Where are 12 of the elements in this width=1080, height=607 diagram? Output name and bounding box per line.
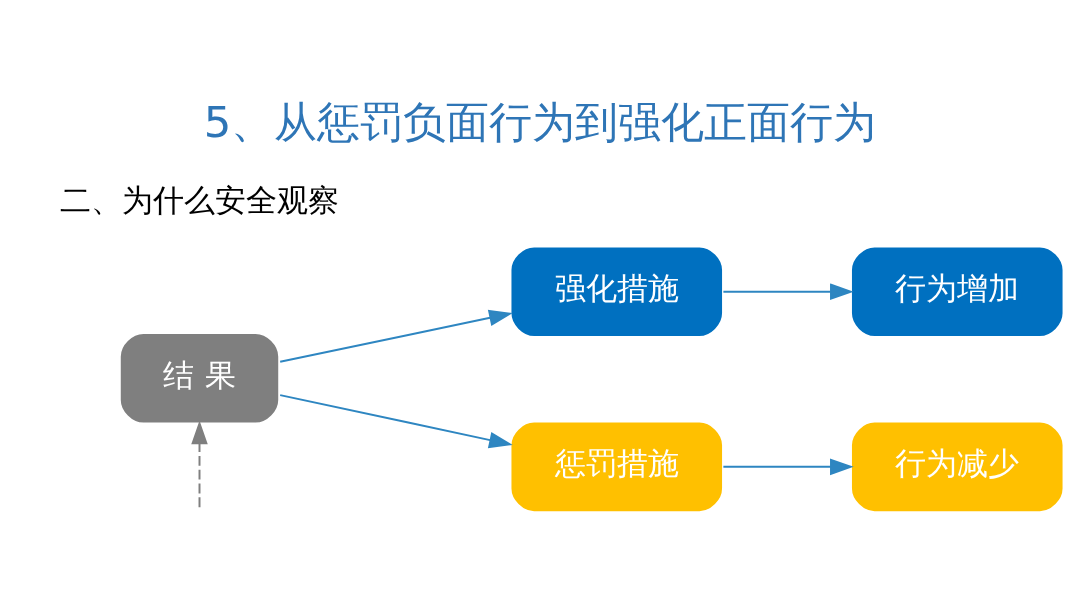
node-box: 行为增加 [850, 245, 1065, 338]
node-box: 结 果 [118, 332, 281, 425]
node-box: 强化措施 [509, 245, 725, 338]
label: 二、为什么安全观察 [60, 181, 339, 218]
arrow [279, 394, 513, 449]
arrow [279, 309, 513, 363]
diagram-title: 5、从惩罚负面行为到强化正面行为 [203, 97, 877, 148]
node-box: 行为减少 [850, 420, 1065, 514]
node-box: 惩罚措施 [509, 420, 725, 514]
arrow [722, 283, 854, 300]
arrow [722, 458, 854, 476]
arrow [191, 420, 208, 509]
